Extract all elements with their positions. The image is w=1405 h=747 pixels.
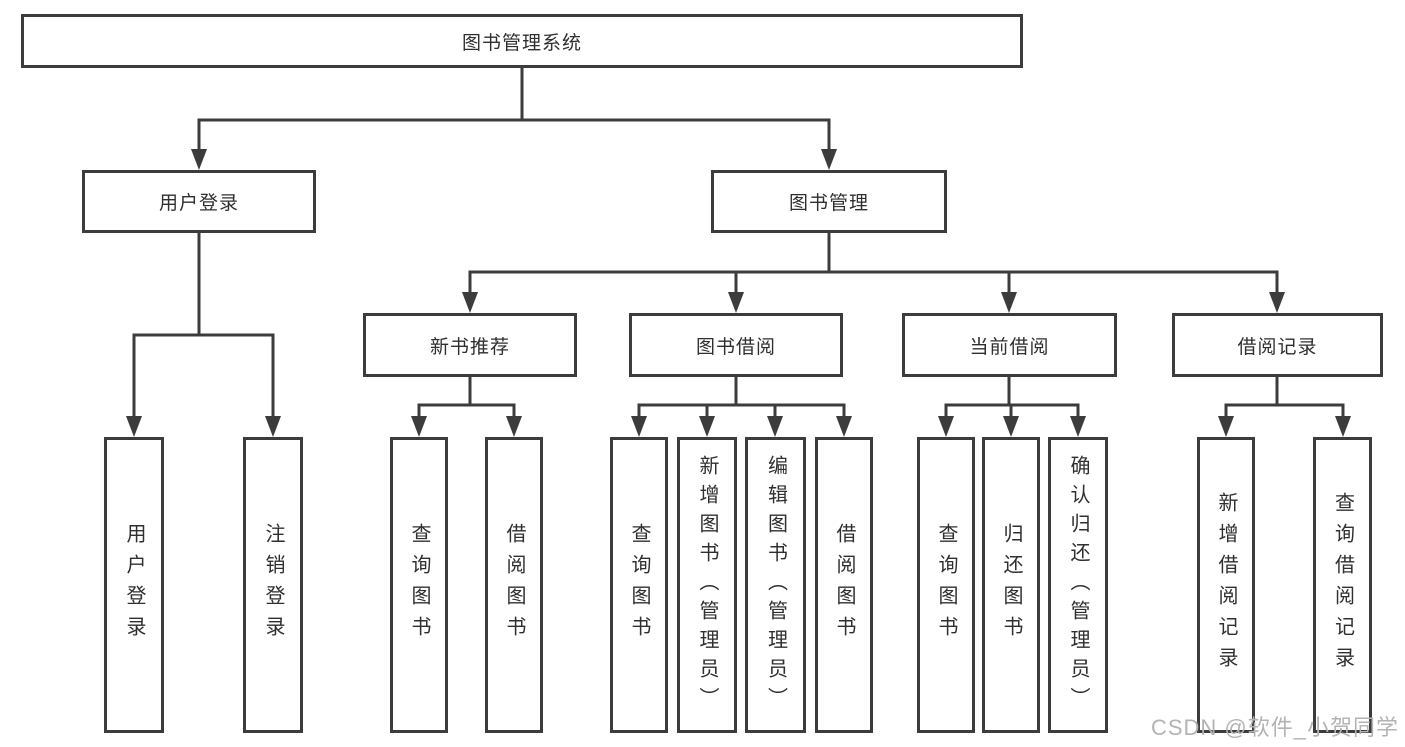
leaf-label: 注销登录: [262, 523, 284, 647]
node-current-borrowing: 当前借阅: [902, 313, 1117, 377]
leaf-label: 新增图书（管理员）: [696, 454, 718, 716]
leaf-label: 查询借阅记录: [1331, 492, 1354, 678]
leaf-query-borrow-record: 查询借阅记录: [1313, 437, 1372, 733]
node-label: 图书管理: [788, 193, 869, 214]
leaf-logout: 注销登录: [243, 437, 303, 733]
node-label: 用户登录: [158, 193, 239, 214]
node-label: 当前借阅: [969, 336, 1050, 358]
node-label: 图书借阅: [695, 336, 776, 358]
leaf-borrow-books-recommend: 借阅图书: [485, 437, 543, 733]
leaf-query-books-recommend: 查询图书: [390, 437, 448, 733]
connector-userlogin-to-leaves: [126, 233, 281, 437]
node-label: 新书推荐: [429, 336, 510, 358]
leaf-label: 查询图书: [628, 523, 650, 647]
leaf-borrow-books: 借阅图书: [815, 437, 873, 733]
leaf-label: 新增借阅记录: [1215, 492, 1237, 678]
connector-root-to-level2: [191, 68, 837, 170]
connector-borrowrec-to-leaves: [1218, 377, 1351, 437]
connector-bookborrow-to-leaves: [631, 377, 852, 437]
node-label: 借阅记录: [1237, 336, 1318, 358]
connector-bookmgmt-to-level3: [462, 233, 1285, 313]
node-borrowing-records: 借阅记录: [1172, 313, 1383, 377]
node-new-book-recommendation: 新书推荐: [363, 313, 577, 377]
leaf-user-login: 用户登录: [104, 437, 164, 733]
leaf-label: 查询图书: [408, 523, 430, 647]
connector-curborrow-to-leaves: [938, 377, 1086, 437]
leaf-label: 编辑图书（管理员）: [764, 454, 787, 716]
leaf-add-borrow-record: 新增借阅记录: [1197, 437, 1255, 733]
leaf-query-books-borrow: 查询图书: [610, 437, 668, 733]
csdn-watermark: CSDN @软件_小贺同学: [1150, 715, 1399, 740]
leaf-label: 查询图书: [935, 523, 957, 647]
leaf-label: 用户登录: [123, 523, 145, 647]
node-book-management-branch: 图书管理: [711, 170, 947, 233]
connector-newbook-to-leaves: [411, 377, 522, 437]
leaf-return-books: 归还图书: [982, 437, 1040, 733]
leaf-add-books-admin: 新增图书（管理员）: [677, 437, 737, 733]
node-book-borrowing: 图书借阅: [629, 313, 843, 377]
leaf-label: 借阅图书: [833, 523, 855, 647]
leaf-confirm-return-admin: 确认归还（管理员）: [1048, 437, 1108, 733]
leaf-query-books-current: 查询图书: [917, 437, 975, 733]
leaf-edit-books-admin: 编辑图书（管理员）: [745, 437, 806, 733]
node-label: 图书管理系统: [461, 32, 582, 54]
leaf-label: 借阅图书: [503, 523, 525, 647]
node-user-login-branch: 用户登录: [82, 170, 316, 233]
leaf-label: 归还图书: [1000, 523, 1022, 647]
leaf-label: 确认归还（管理员）: [1067, 454, 1089, 716]
node-library-management-system: 图书管理系统: [21, 14, 1023, 68]
